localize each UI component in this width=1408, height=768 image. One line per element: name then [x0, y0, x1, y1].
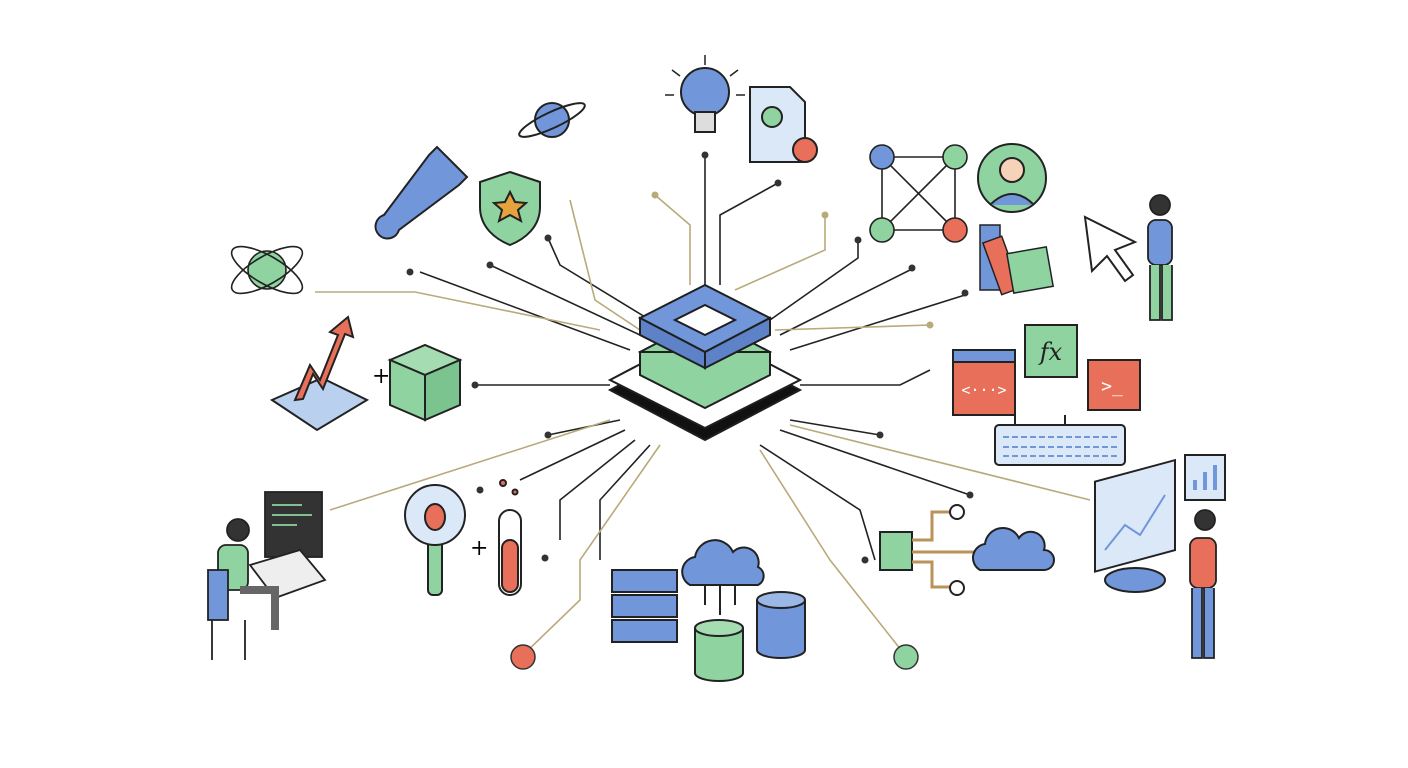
formula-label: fx	[1038, 338, 1063, 366]
code-window-icon: <···>	[952, 349, 1016, 416]
dashboard-icon	[1094, 454, 1226, 593]
network-graph-icon	[869, 144, 968, 243]
formula-icon: fx	[1024, 324, 1078, 378]
wrench-icon	[374, 145, 469, 240]
person-standing-right	[1147, 194, 1173, 321]
terminal-label: >_	[1101, 376, 1123, 397]
plus-sign-bottom: +	[470, 536, 488, 561]
planet-icon	[518, 102, 586, 138]
person-standing-dashboard	[1189, 509, 1217, 659]
color-palette-icon	[979, 224, 1055, 296]
plus-sign: +	[372, 364, 390, 389]
atom-icon	[230, 245, 304, 295]
test-tube-icon	[498, 479, 522, 596]
chip-hub-icon	[607, 283, 803, 442]
growth-chart-icon	[269, 315, 370, 432]
database-icon	[694, 591, 806, 682]
user-avatar-icon	[977, 143, 1047, 213]
workflow-icon	[879, 504, 1055, 596]
circuit-lines	[315, 155, 1091, 656]
cursor-icon	[1083, 215, 1138, 283]
person-at-desk	[207, 491, 327, 660]
terminal-icon: >_	[1087, 359, 1141, 411]
line-endpoints	[406, 151, 974, 670]
code-label: <···>	[961, 381, 1006, 399]
shield-star-icon	[479, 170, 541, 247]
settings-document-icon	[749, 86, 818, 163]
server-icon	[611, 569, 678, 643]
bug-search-icon	[404, 484, 466, 596]
keyboard-icon	[994, 415, 1126, 466]
lightbulb-icon	[665, 55, 745, 133]
package-icon	[387, 343, 463, 422]
cloud-icon	[681, 539, 765, 615]
